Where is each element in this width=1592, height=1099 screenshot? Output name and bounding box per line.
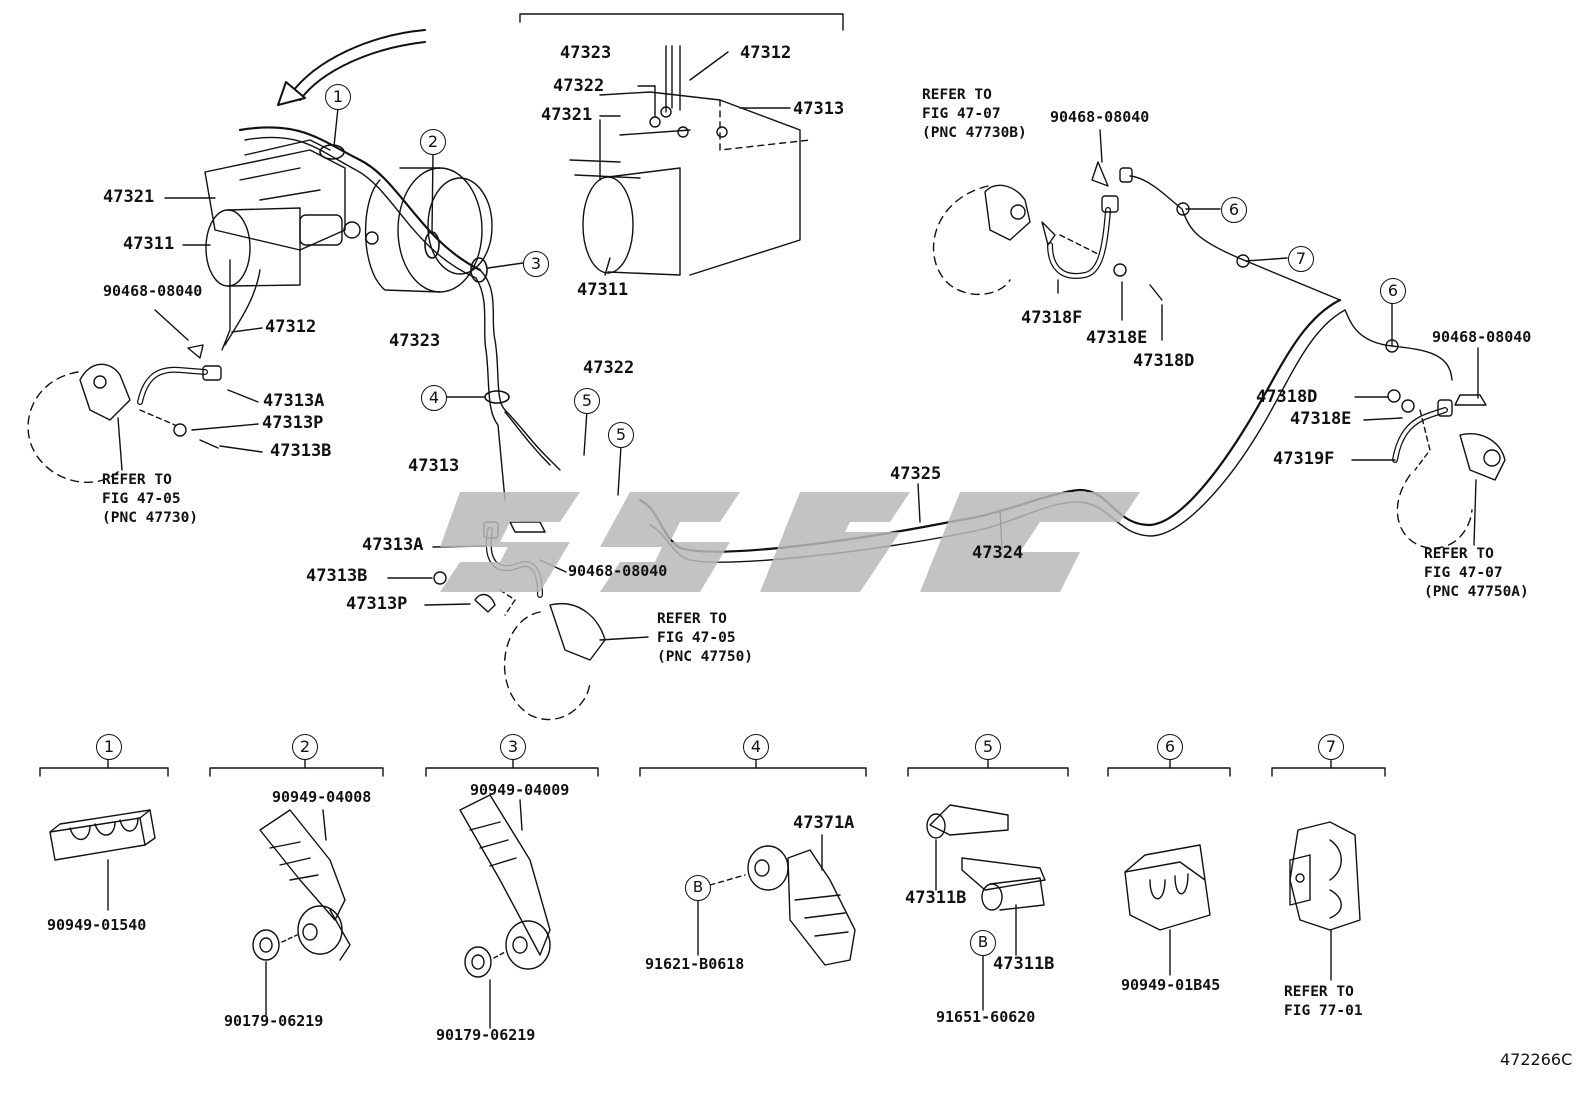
part-label[interactable]: 47311 <box>123 234 175 254</box>
abs-actuator-left <box>204 139 379 287</box>
part-label[interactable]: 47312 <box>740 43 792 63</box>
part-label[interactable]: 47322 <box>583 358 635 378</box>
refer-note: REFER TO FIG 47-07 (PNC 47750A) <box>1424 546 1529 600</box>
part-label[interactable]: 47311B <box>993 954 1055 974</box>
part-label[interactable]: 47313 <box>408 456 460 476</box>
callout-2[interactable]: 2 <box>420 129 446 155</box>
part-label[interactable]: 47313B <box>306 566 368 586</box>
clamp-90949-04008 <box>252 809 351 1016</box>
kit-callout-7[interactable]: 7 <box>1318 734 1344 760</box>
kit-callout-1[interactable]: 1 <box>96 734 122 760</box>
inset-bracket <box>519 13 844 31</box>
part-label[interactable]: 90949-04009 <box>470 781 570 799</box>
refer-note: REFER TO FIG 47-07 (PNC 47730B) <box>922 87 1027 141</box>
part-label[interactable]: 47318F <box>1021 308 1083 328</box>
part-label[interactable]: 47312 <box>265 317 317 337</box>
front-left-caliper <box>27 344 222 483</box>
part-label[interactable]: 90468-08040 <box>1432 328 1532 346</box>
part-label[interactable]: 47313P <box>346 594 408 614</box>
part-label[interactable]: 47313A <box>263 391 325 411</box>
part-label[interactable]: 90468-08040 <box>568 562 668 580</box>
part-label[interactable]: 47319F <box>1273 449 1335 469</box>
kit-callout-6[interactable]: 6 <box>1157 734 1183 760</box>
part-label[interactable]: 90179-06219 <box>436 1026 536 1044</box>
direction-arrow-icon <box>289 29 426 96</box>
callout-6[interactable]: 6 <box>1221 197 1247 223</box>
kit-callout-5[interactable]: 5 <box>975 734 1001 760</box>
part-label[interactable]: 47325 <box>890 464 942 484</box>
callout-3[interactable]: 3 <box>523 251 549 277</box>
part-label[interactable]: 90468-08040 <box>1050 108 1150 126</box>
refer-note: REFER TO FIG 47-05 (PNC 47750) <box>657 611 754 665</box>
part-label[interactable]: 47323 <box>389 331 441 351</box>
part-label[interactable]: 47322 <box>553 76 605 96</box>
clamp-47311B <box>926 804 1046 1011</box>
callout-5[interactable]: 5 <box>574 388 600 414</box>
part-label[interactable]: 90179-06219 <box>224 1012 324 1030</box>
brake-booster-left <box>364 167 493 293</box>
clamp-90949-04009 <box>459 794 551 1029</box>
part-label[interactable]: 47318D <box>1133 351 1195 371</box>
figure-id: 472266C <box>1500 1050 1573 1069</box>
bolt-callout-b[interactable]: B <box>685 875 711 901</box>
callout-1[interactable]: 1 <box>325 84 351 110</box>
refer-note: REFER TO FIG 77-01 <box>1284 984 1363 1019</box>
part-label[interactable]: 91651-60620 <box>936 1008 1036 1026</box>
part-label[interactable]: 47313B <box>270 441 332 461</box>
kit-callout-2[interactable]: 2 <box>292 734 318 760</box>
part-label[interactable]: 47313 <box>793 99 845 119</box>
callout-6[interactable]: 6 <box>1380 278 1406 304</box>
part-label[interactable]: 47324 <box>972 543 1024 563</box>
bolt-callout-b[interactable]: B <box>970 930 996 956</box>
part-label[interactable]: 47313P <box>262 413 324 433</box>
inset-actuator <box>569 91 811 276</box>
part-label[interactable]: 47321 <box>541 105 593 125</box>
rear-right-caliper <box>1387 389 1506 549</box>
clamp-90949-01540 <box>49 809 156 911</box>
part-label[interactable]: 90949-01B45 <box>1121 976 1221 994</box>
part-label[interactable]: 47323 <box>560 43 612 63</box>
part-label[interactable]: 47311B <box>905 888 967 908</box>
part-label[interactable]: 47321 <box>103 187 155 207</box>
part-label[interactable]: 47371A <box>793 813 855 833</box>
clamp-90949-01B45 <box>1124 844 1211 976</box>
kit-callout-3[interactable]: 3 <box>500 734 526 760</box>
callout-4[interactable]: 4 <box>421 385 447 411</box>
part-label[interactable]: 47311 <box>577 280 629 300</box>
part-label[interactable]: 90468-08040 <box>103 282 203 300</box>
refer-note: REFER TO FIG 47-05 (PNC 47730) <box>102 472 199 526</box>
kit-callout-4[interactable]: 4 <box>743 734 769 760</box>
part-label[interactable]: 47318E <box>1290 409 1352 429</box>
part-label[interactable]: 90949-01540 <box>47 916 147 934</box>
rear-right-caliper-upper <box>932 184 1163 301</box>
part-label[interactable]: 90949-04008 <box>272 788 372 806</box>
watermark-logo-icon <box>440 492 1140 592</box>
clamp-47371A <box>697 834 856 966</box>
part-label[interactable]: 47313A <box>362 535 424 555</box>
part-label[interactable]: 91621-B0618 <box>645 955 745 973</box>
part-label[interactable]: 47318D <box>1256 387 1318 407</box>
part-label[interactable]: 47318E <box>1086 328 1148 348</box>
callout-5[interactable]: 5 <box>608 422 634 448</box>
clamp-77-01 <box>1289 821 1361 981</box>
callout-7[interactable]: 7 <box>1288 246 1314 272</box>
